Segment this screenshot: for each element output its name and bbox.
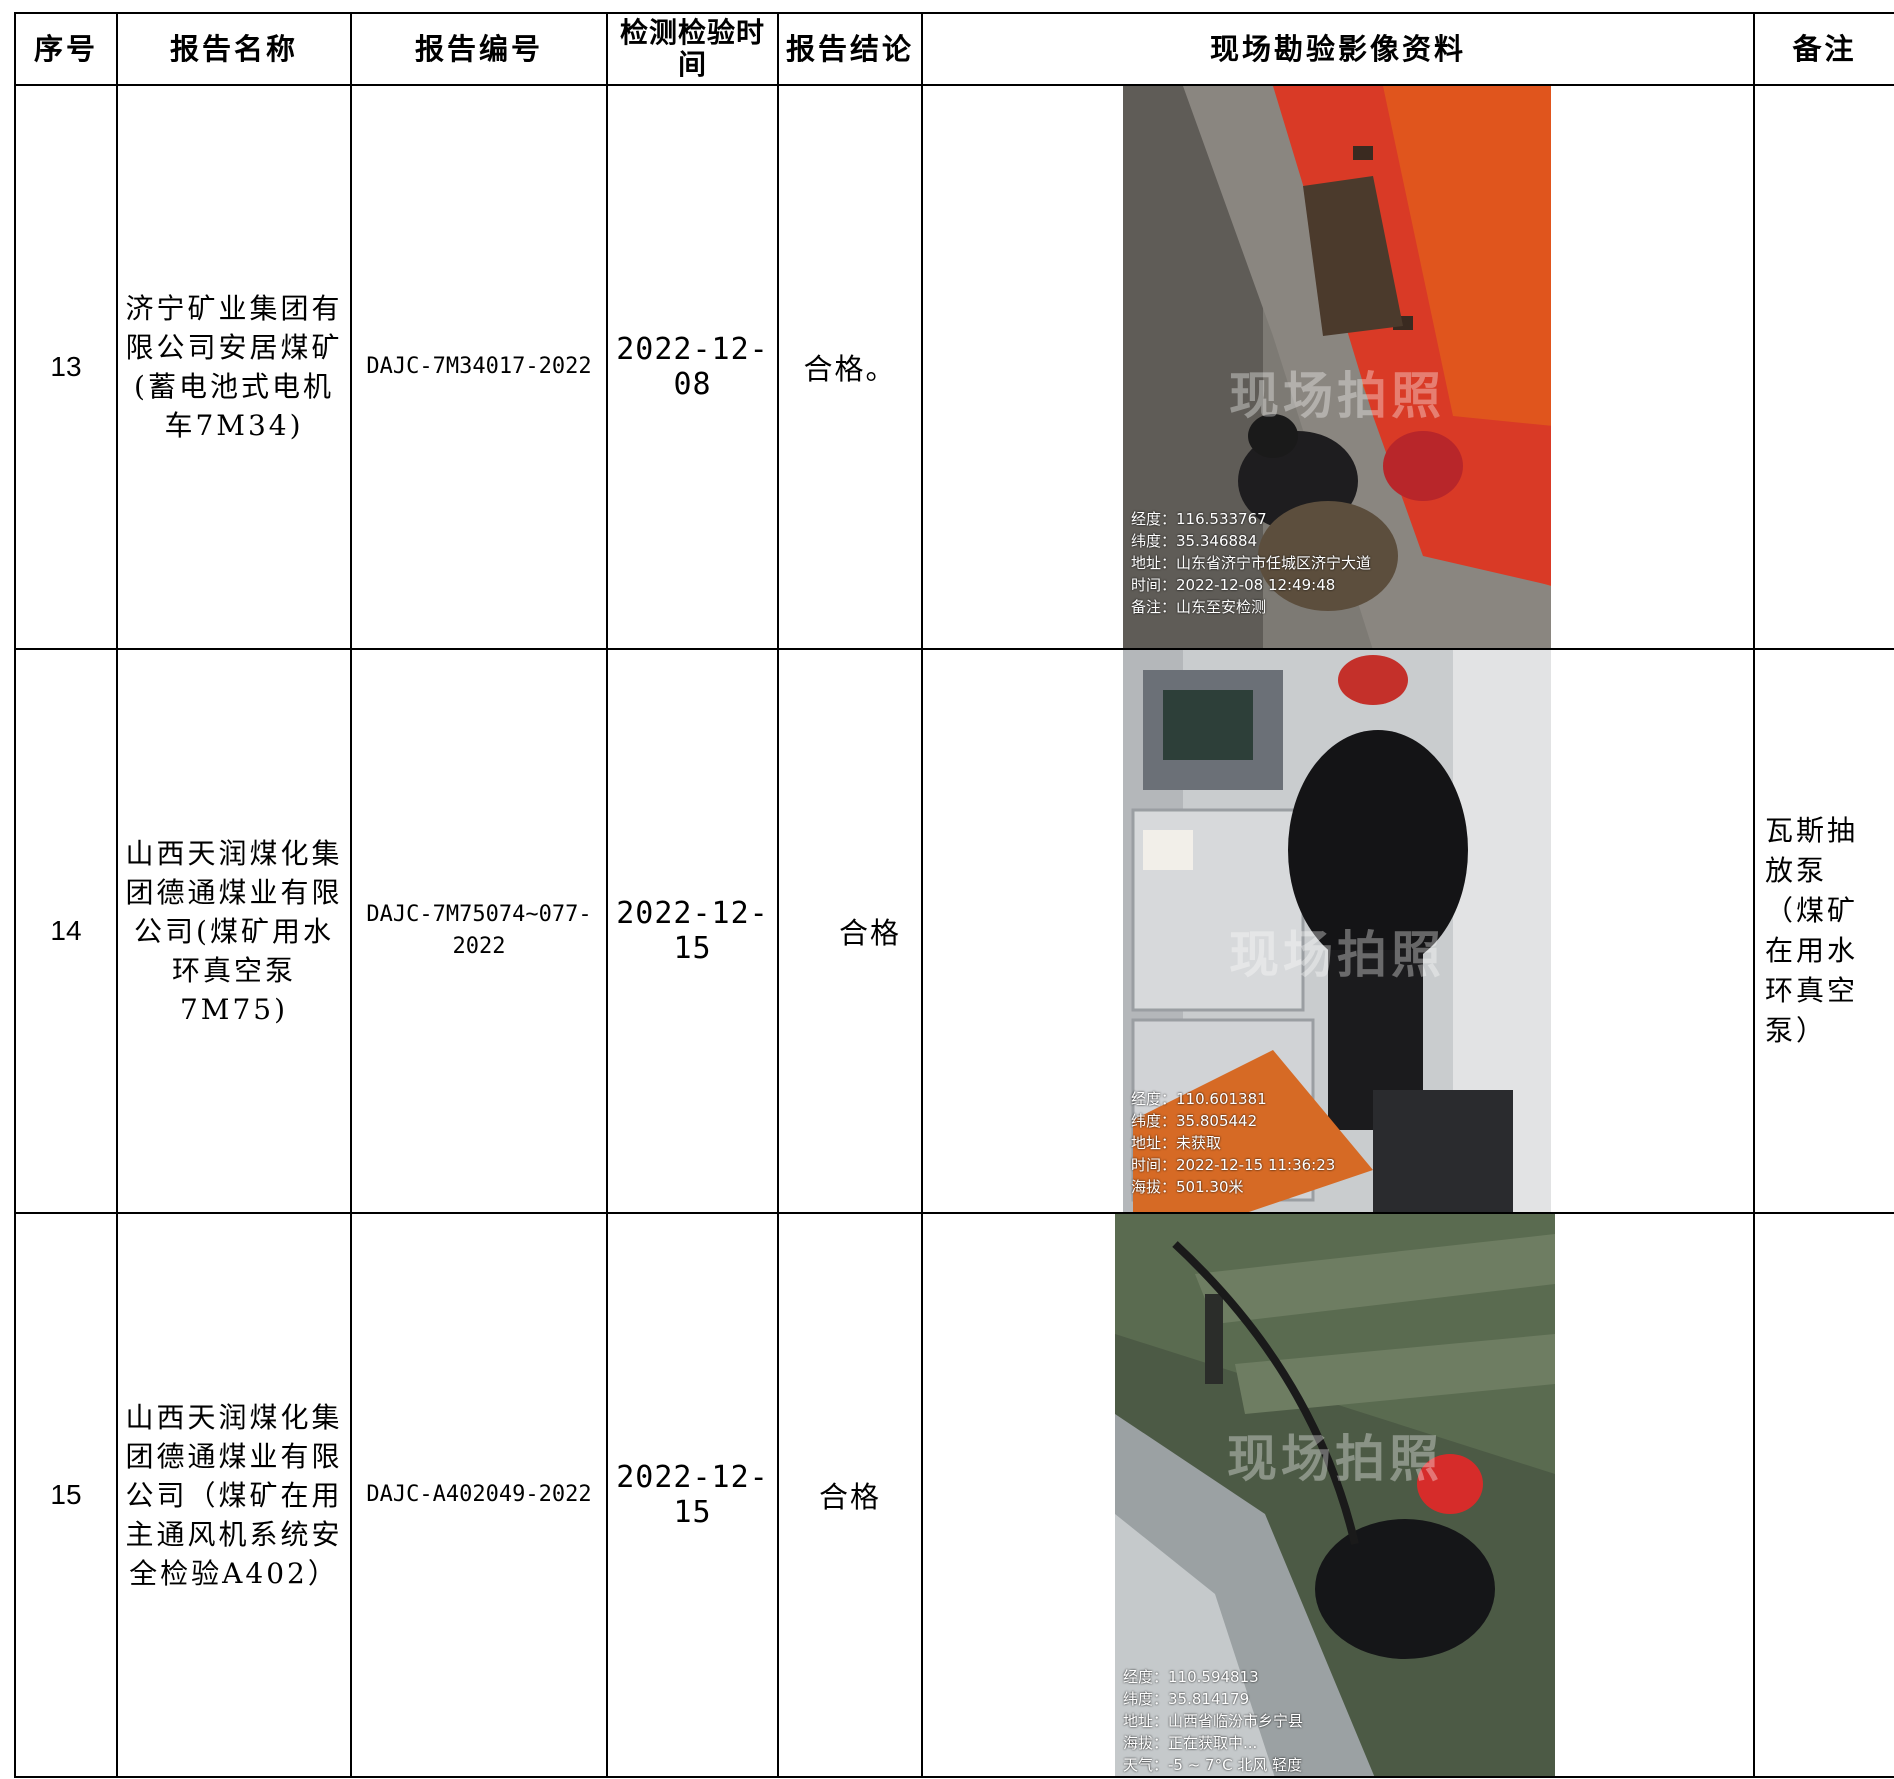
row-report-number: DAJC-A402049-2022: [350, 1212, 608, 1778]
photo-image: [1123, 651, 1551, 1211]
photo-gps-overlay: 经度：110.594813 纬度：35.814179 地址：山西省临汾市乡宁县 …: [1123, 1668, 1304, 1774]
photo-watermark: 现场拍照: [1229, 925, 1445, 984]
header-site-images: 现场勘验影像资料: [921, 12, 1755, 86]
header-conclusion: 报告结论: [777, 12, 923, 86]
header-inspection-time: 检测检验时间: [606, 12, 779, 86]
row-report-name: 山西天润煤化集团德通煤业有限公司(煤矿用水环真空泵7M75): [116, 648, 352, 1214]
photo-watermark: 现场拍照: [1229, 366, 1445, 425]
row-seq: 15: [14, 1212, 118, 1778]
photo-image: [1115, 1215, 1555, 1775]
row-inspection-date: 2022-12-15: [606, 1212, 779, 1778]
site-photo-main-fan: 现场拍照 经度：110.594813 纬度：35.814179 地址：山西省临汾…: [1115, 1215, 1555, 1775]
row-conclusion: 合格: [777, 1212, 923, 1778]
row-seq: 14: [14, 648, 118, 1214]
photo-watermark: 现场拍照: [1227, 1429, 1443, 1488]
row-report-name: 山西天润煤化集团德通煤业有限公司（煤矿在用主通风机系统安全检验A402）: [116, 1212, 352, 1778]
table-row: 13 济宁矿业集团有限公司安居煤矿(蓄电池式电机车7M34) DAJC-7M34…: [14, 84, 1894, 650]
header-seq: 序号: [14, 12, 118, 86]
row-inspection-date: 2022-12-15: [606, 648, 779, 1214]
row-report-name: 济宁矿业集团有限公司安居煤矿(蓄电池式电机车7M34): [116, 84, 352, 650]
photo-image: [1123, 87, 1551, 647]
row-report-number: DAJC-7M34017-2022: [350, 84, 608, 650]
table-row: 15 山西天润煤化集团德通煤业有限公司（煤矿在用主通风机系统安全检验A402） …: [14, 1212, 1894, 1778]
table-row: 14 山西天润煤化集团德通煤业有限公司(煤矿用水环真空泵7M75) DAJC-7…: [14, 648, 1894, 1214]
photo-gps-overlay: 经度：116.533767 纬度：35.346884 地址：山东省济宁市任城区济…: [1131, 510, 1372, 616]
header-report-name: 报告名称: [116, 12, 352, 86]
row-remarks: 瓦斯抽放泵（煤矿在用水环真空泵）: [1753, 648, 1894, 1214]
table-header-row: 序号 报告名称 报告编号 检测检验时间 报告结论 现场勘验影像资料 备注: [14, 12, 1894, 86]
row-inspection-date: 2022-12-08: [606, 84, 779, 650]
row-remarks: [1753, 84, 1894, 650]
row-remarks: [1753, 1212, 1894, 1778]
header-remarks: 备注: [1753, 12, 1894, 86]
row-conclusion: 合格。: [777, 84, 923, 650]
row-report-number: DAJC-7M75074~077-2022: [350, 648, 608, 1214]
row-site-photo-cell: 现场拍照 经度：110.601381 纬度：35.805442 地址：未获取 时…: [921, 648, 1755, 1214]
site-photo-locomotive: 现场拍照 经度：116.533767 纬度：35.346884 地址：山东省济宁…: [1123, 87, 1551, 647]
row-site-photo-cell: 现场拍照 经度：116.533767 纬度：35.346884 地址：山东省济宁…: [921, 84, 1755, 650]
row-seq: 13: [14, 84, 118, 650]
inspection-report-table: 序号 报告名称 报告编号 检测检验时间 报告结论 现场勘验影像资料 备注 13 …: [14, 12, 1894, 1778]
header-report-number: 报告编号: [350, 12, 608, 86]
site-photo-vacuum-pump: 现场拍照 经度：110.601381 纬度：35.805442 地址：未获取 时…: [1123, 651, 1551, 1211]
row-conclusion: 合格: [777, 648, 923, 1214]
photo-gps-overlay: 经度：110.601381 纬度：35.805442 地址：未获取 时间：202…: [1131, 1090, 1336, 1196]
row-site-photo-cell: 现场拍照 经度：110.594813 纬度：35.814179 地址：山西省临汾…: [921, 1212, 1755, 1778]
